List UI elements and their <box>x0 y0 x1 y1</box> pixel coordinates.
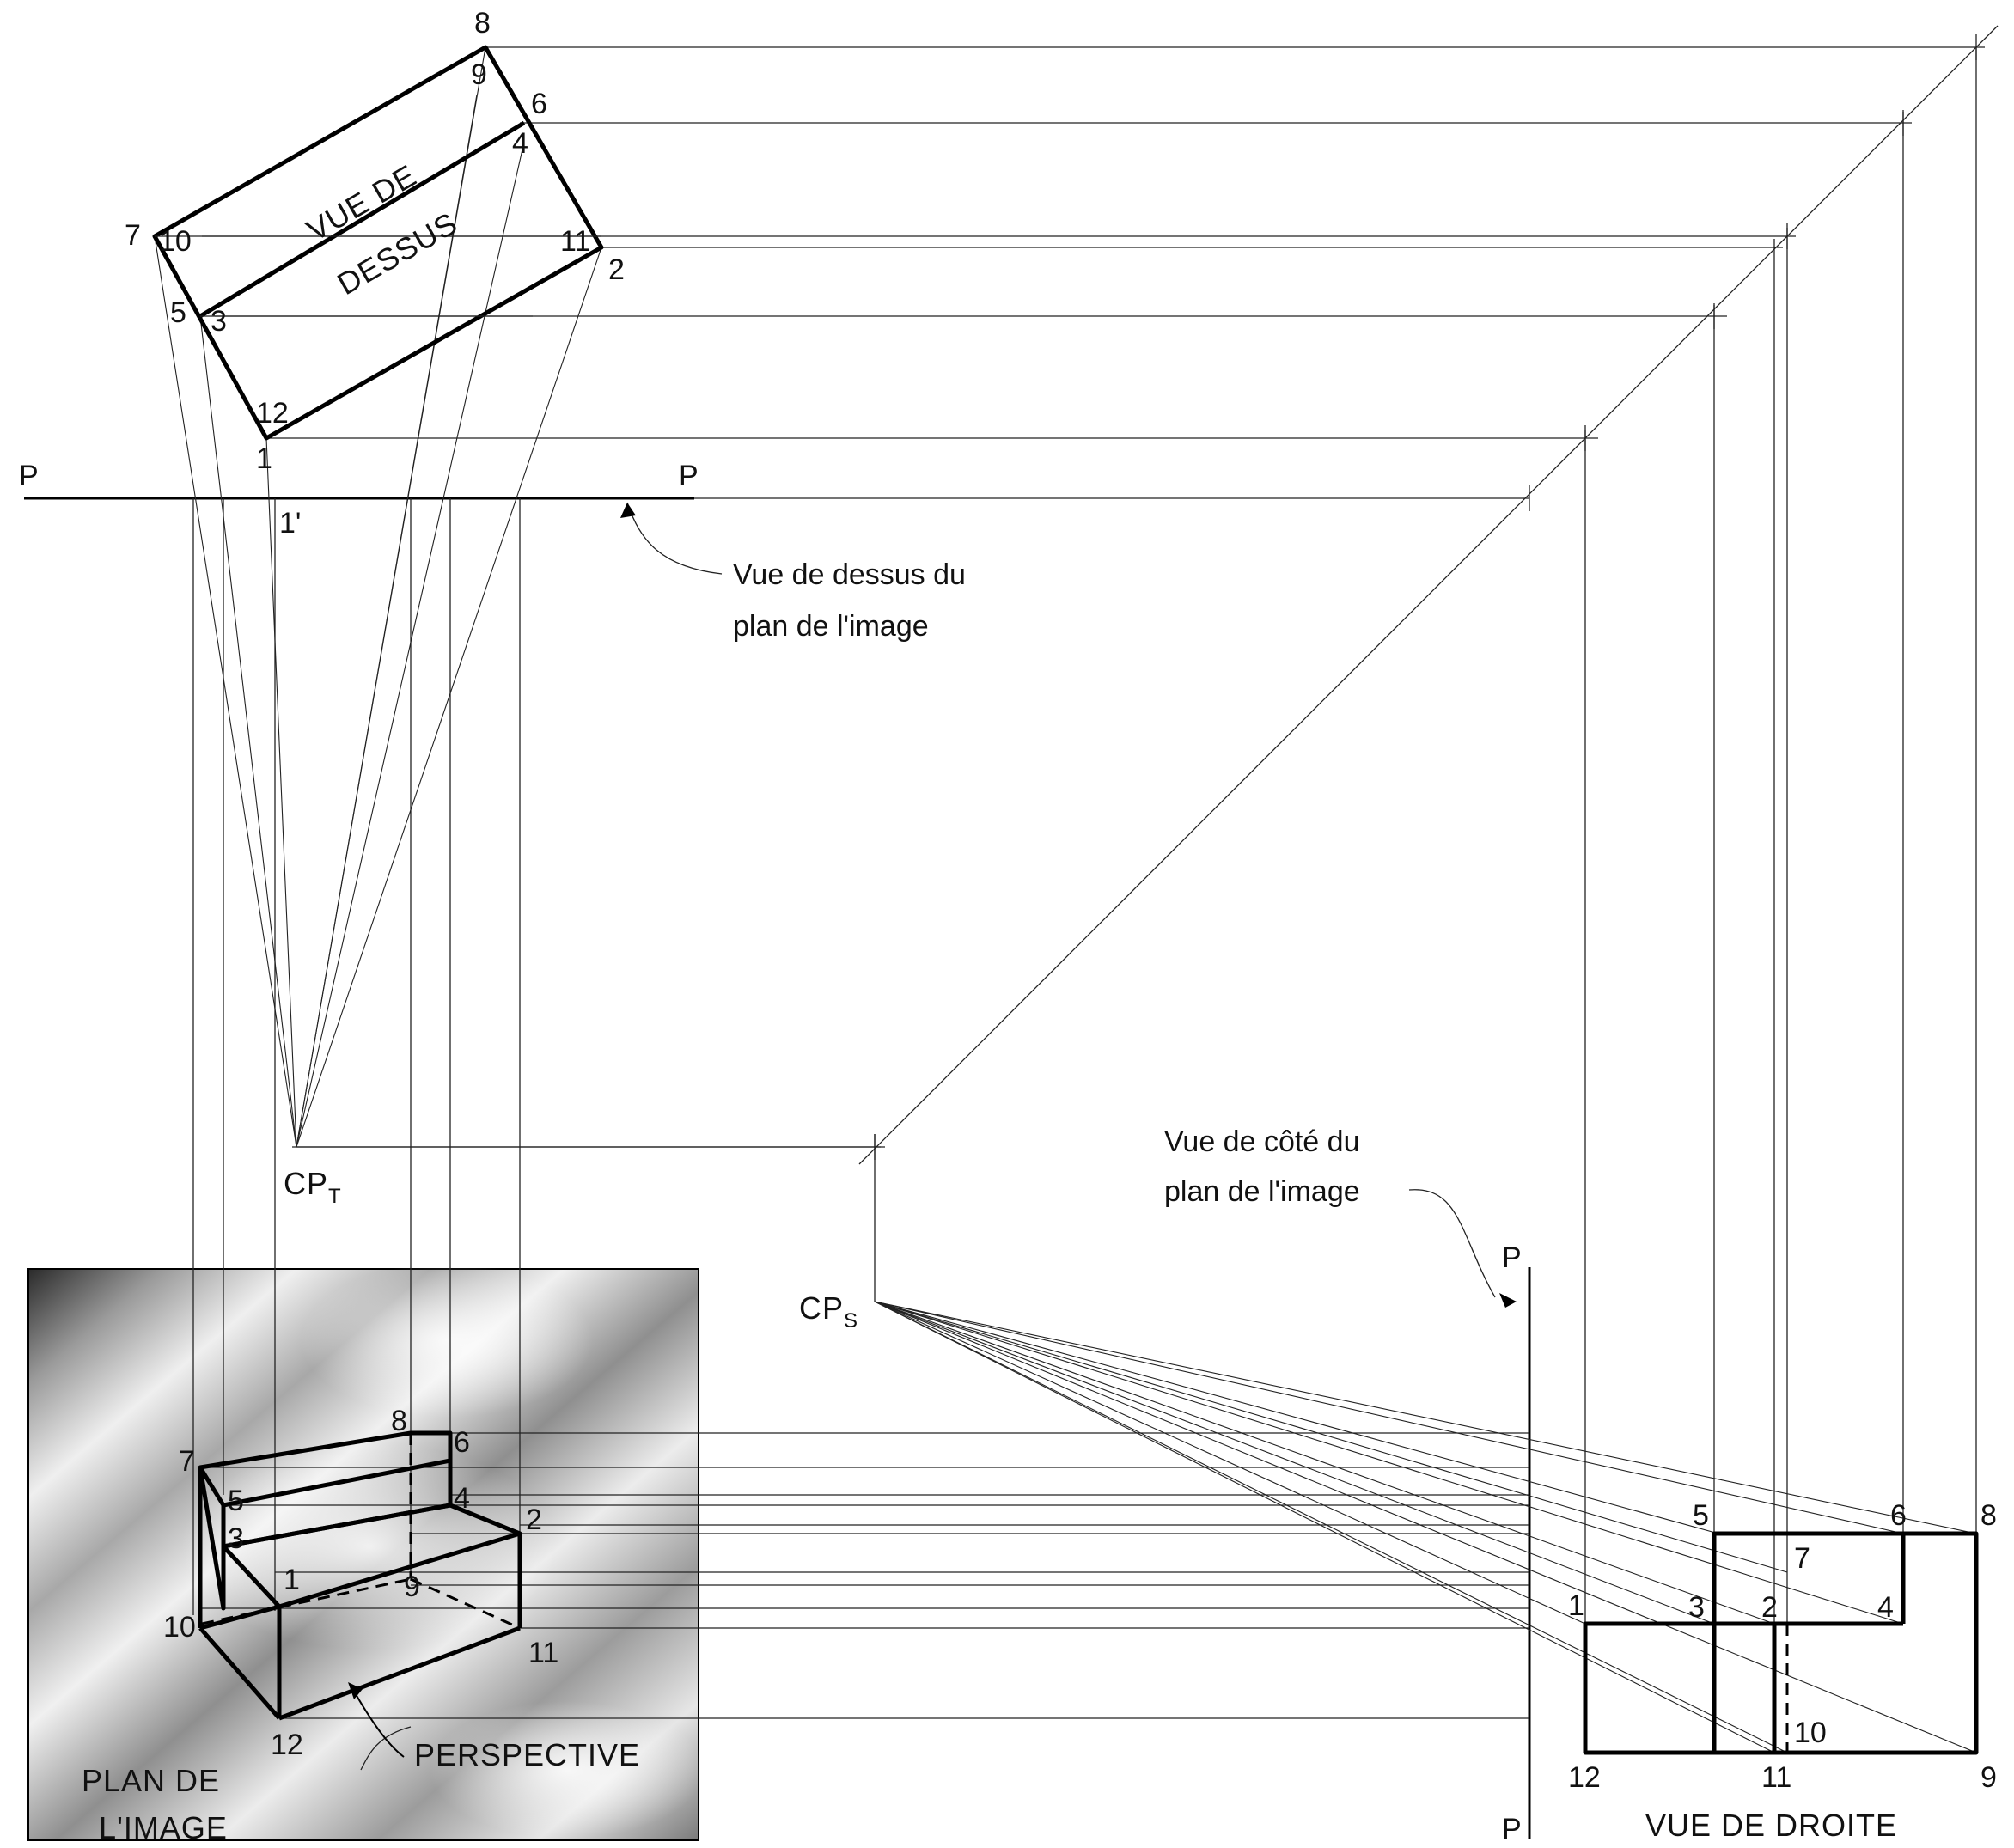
persp-point-6: 6 <box>454 1426 470 1459</box>
side-picture-plane-note-1: Vue de côté du <box>1164 1125 1359 1158</box>
top-point-4: 4 <box>512 127 528 160</box>
perspective-label: PERSPECTIVE <box>414 1737 640 1772</box>
persp-point-7: 7 <box>179 1445 195 1478</box>
top-point-9: 9 <box>471 58 487 91</box>
side-picture-plane-p-bottom: P <box>1502 1813 1522 1845</box>
top-point-11: 11 <box>560 225 590 258</box>
top-point-2: 2 <box>608 253 625 286</box>
persp-point-11: 11 <box>528 1637 558 1669</box>
right-point-11: 11 <box>1761 1761 1791 1794</box>
construction-lines <box>24 25 1999 1839</box>
right-view <box>1583 1531 1979 1755</box>
persp-point-12: 12 <box>271 1729 303 1761</box>
picture-plane-p-right: P <box>679 460 699 492</box>
station-point-top: CPT <box>284 1166 342 1208</box>
persp-point-8: 8 <box>391 1405 407 1437</box>
side-picture-plane-note-2: plan de l'image <box>1164 1175 1360 1208</box>
right-point-9: 9 <box>1980 1761 1997 1794</box>
right-point-5: 5 <box>1693 1499 1709 1532</box>
plan-label-1: PLAN DE <box>82 1763 220 1798</box>
picture-plane-p-left: P <box>19 460 39 492</box>
right-point-3: 3 <box>1688 1591 1705 1624</box>
plan-label-2: L'IMAGE <box>99 1810 228 1845</box>
right-view-title: VUE DE DROITE <box>1645 1808 1897 1843</box>
station-point-side: CPS <box>799 1290 858 1333</box>
persp-point-5: 5 <box>228 1485 244 1517</box>
top-picture-plane-note-2: plan de l'image <box>733 610 929 643</box>
top-point-6: 6 <box>531 88 547 120</box>
perspective-object <box>198 1430 522 1721</box>
side-picture-plane-p-top: P <box>1502 1241 1522 1274</box>
persp-point-1: 1 <box>284 1564 300 1596</box>
right-point-8: 8 <box>1980 1499 1997 1532</box>
top-picture-plane-note-1: Vue de dessus du <box>733 558 966 591</box>
top-point-5: 5 <box>170 296 186 329</box>
top-point-3: 3 <box>211 305 227 338</box>
persp-point-2: 2 <box>526 1503 542 1536</box>
right-point-12: 12 <box>1568 1761 1601 1794</box>
right-point-1: 1 <box>1568 1589 1584 1622</box>
right-point-4: 4 <box>1877 1591 1894 1624</box>
persp-point-4: 4 <box>454 1482 470 1515</box>
right-point-6: 6 <box>1890 1499 1907 1532</box>
top-point-12: 12 <box>256 397 289 430</box>
persp-point-10: 10 <box>163 1611 196 1644</box>
top-point-8: 8 <box>474 7 491 40</box>
top-point-10: 10 <box>159 225 192 258</box>
top-point-1: 1 <box>256 442 272 475</box>
top-view <box>152 45 604 441</box>
persp-point-9: 9 <box>404 1570 420 1603</box>
right-point-2: 2 <box>1761 1591 1778 1624</box>
persp-point-3: 3 <box>228 1522 244 1555</box>
right-point-7: 7 <box>1794 1542 1810 1575</box>
top-point-7: 7 <box>125 219 141 252</box>
right-point-10: 10 <box>1794 1717 1827 1749</box>
point-1-prime: 1' <box>279 507 301 540</box>
